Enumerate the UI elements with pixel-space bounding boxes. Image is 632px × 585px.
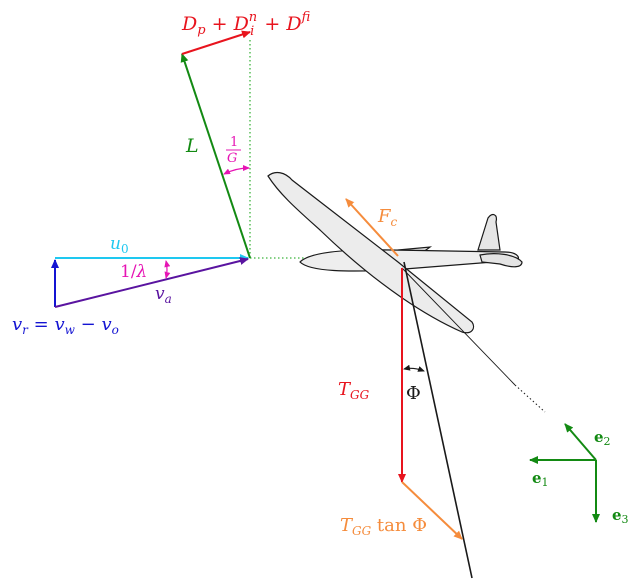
phi-label: Φ [406, 383, 421, 404]
tgg-label: TGG [338, 379, 370, 402]
u0-label: u0 [110, 234, 129, 256]
glider-illustration [267, 171, 523, 334]
glide-angle-arc [223, 165, 250, 175]
drag-vector [181, 30, 251, 55]
glide-ratio-denominator: G [227, 151, 237, 166]
inv-lambda-label: 1/λ [120, 262, 147, 282]
drag-sum-label: Dp + Dni + Dfi [181, 10, 310, 39]
fc-label: Fc [377, 206, 398, 229]
lift-vector [180, 53, 251, 259]
tgg-tan-vector [401, 481, 463, 540]
tgg-tan-label: TGG tan Φ [340, 515, 427, 538]
va-vector [54, 257, 249, 308]
glide-ratio-numerator: 1 [230, 135, 238, 150]
glider-stabilizer [479, 253, 523, 268]
e1-label: e1 [532, 469, 549, 489]
e2-axis [564, 423, 597, 461]
phi-angle-arc [403, 364, 425, 372]
va-label: va [155, 284, 172, 306]
lambda-angle-arc [164, 260, 171, 279]
vr-label: vr = vw − vo [12, 314, 119, 337]
e2-label: e2 [594, 428, 611, 448]
glider-tail-fin [477, 213, 501, 251]
fc-vector [345, 198, 399, 257]
lift-label: L [185, 135, 199, 157]
tether-line [403, 261, 473, 579]
tether-dotted-extension [514, 384, 546, 413]
e3-label: e3 [612, 506, 629, 526]
glider-near-wing [267, 171, 475, 334]
tether-thin-line [401, 267, 516, 386]
